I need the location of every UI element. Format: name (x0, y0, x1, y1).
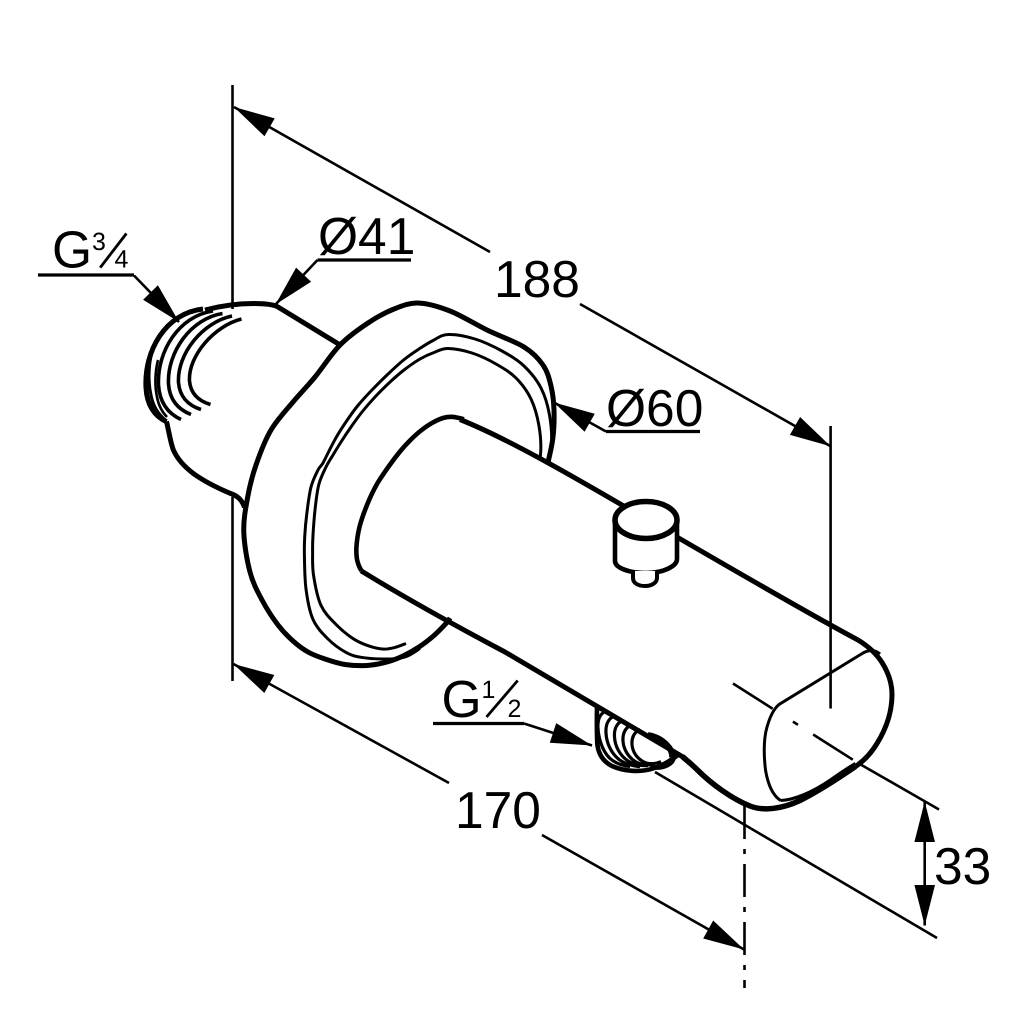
svg-text:Ø60: Ø60 (606, 379, 703, 437)
svg-text:G: G (442, 670, 482, 728)
svg-text:Ø41: Ø41 (318, 207, 415, 265)
svg-text:33: 33 (934, 837, 991, 895)
svg-text:G: G (52, 221, 92, 279)
svg-text:170: 170 (455, 781, 541, 839)
svg-text:188: 188 (494, 250, 580, 308)
